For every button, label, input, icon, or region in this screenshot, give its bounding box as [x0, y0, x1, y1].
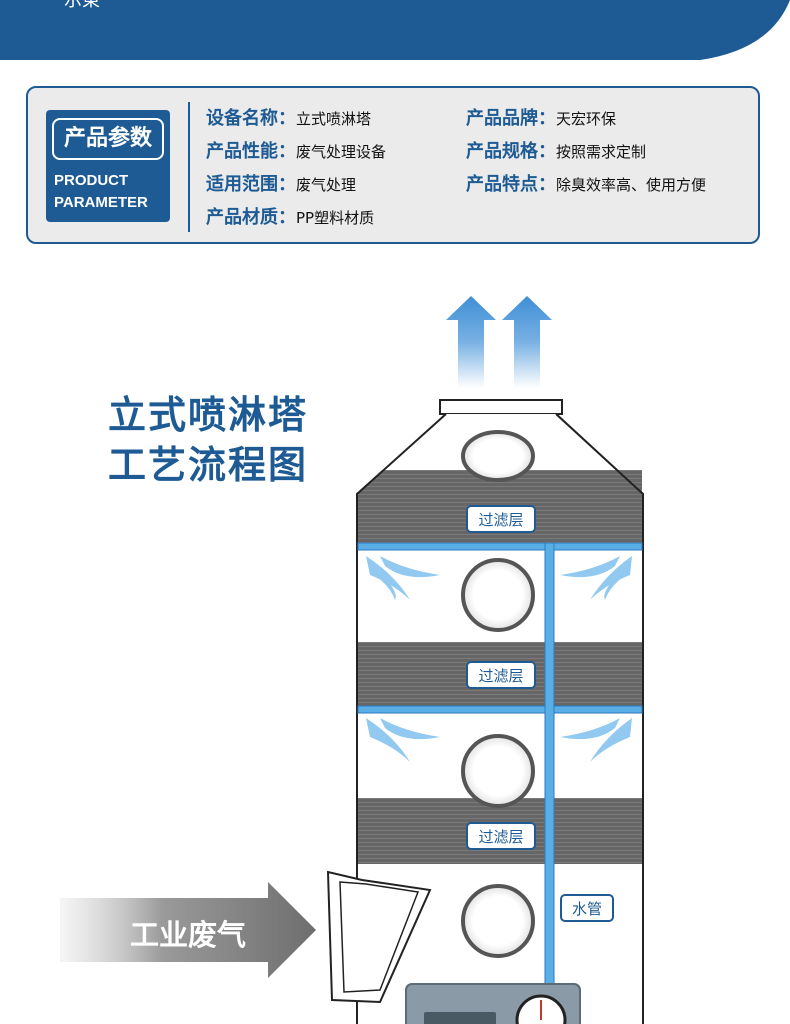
param-value: 按照需求定制	[556, 143, 647, 161]
spray-pattern-icon	[366, 556, 632, 762]
param-features: 产品特点：除臭效率高、使用方便	[466, 170, 706, 196]
pump-unit	[405, 983, 581, 1024]
top-banner	[0, 0, 790, 60]
param-value: 除臭效率高、使用方便	[556, 176, 707, 194]
param-brand: 产品品牌：天宏环保	[466, 104, 616, 130]
param-value: PP塑料材质	[296, 209, 375, 227]
param-key: 设备名称：	[206, 108, 296, 129]
diagram-title-line-1: 立式喷淋塔	[108, 393, 309, 437]
filter-layer-label: 过滤层	[466, 822, 536, 850]
param-device-name: 设备名称：立式喷淋塔	[206, 104, 371, 130]
diagram-title-line-2: 工艺流程图	[108, 443, 309, 487]
card-divider	[188, 102, 190, 232]
badge-title-cn: 产品参数	[52, 118, 164, 160]
parameter-badge: 产品参数 PRODUCT PARAMETER	[46, 110, 170, 222]
param-key: 产品特点：	[466, 174, 556, 195]
param-spec: 产品规格：按照需求定制	[466, 137, 646, 163]
param-material: 产品材质：PP塑料材质	[206, 203, 374, 229]
inlet-duct	[326, 870, 432, 1004]
fan-icon	[461, 430, 535, 958]
param-key: 产品性能：	[206, 141, 296, 162]
param-value: 废气处理	[296, 176, 357, 194]
banner-text: 示東	[64, 0, 100, 11]
exhaust-arrow-icon	[446, 296, 552, 388]
param-key: 产品材质：	[206, 207, 296, 228]
param-value: 天宏环保	[556, 110, 617, 128]
badge-title-en-2: PARAMETER	[54, 194, 148, 211]
filter-layer-label: 过滤层	[466, 505, 536, 533]
param-value: 废气处理设备	[296, 143, 387, 161]
waste-gas-label: 工业废气	[130, 918, 247, 952]
waste-gas-arrow-icon	[60, 882, 316, 978]
param-key: 适用范围：	[206, 174, 296, 195]
filter-layer-label: 过滤层	[466, 661, 536, 689]
param-value: 立式喷淋塔	[296, 110, 372, 128]
product-parameter-card: 产品参数 PRODUCT PARAMETER 设备名称：立式喷淋塔 产品性能：废…	[26, 86, 760, 244]
param-performance: 产品性能：废气处理设备	[206, 137, 386, 163]
badge-title-en-1: PRODUCT	[54, 172, 129, 189]
water-pipe-label: 水管	[560, 894, 614, 922]
param-scope: 适用范围：废气处理	[206, 170, 356, 196]
param-key: 产品规格：	[466, 141, 556, 162]
param-key: 产品品牌：	[466, 108, 556, 129]
